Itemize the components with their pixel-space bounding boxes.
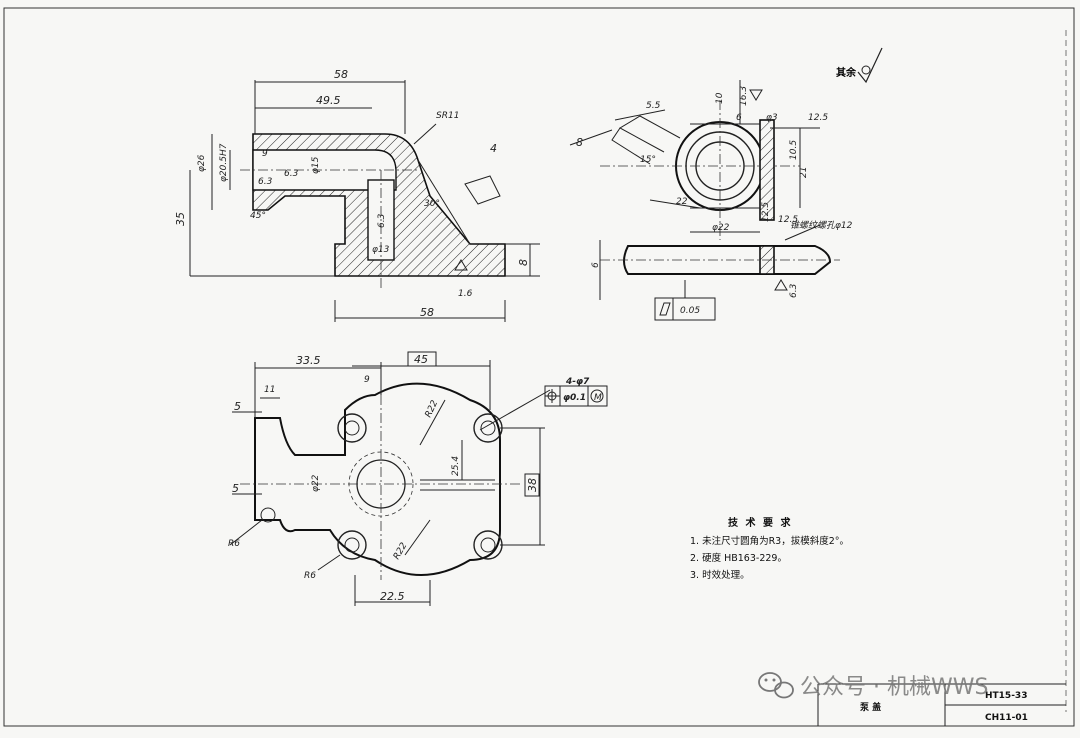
dim-15deg: 15° [640, 155, 656, 165]
dim-10: 10 [715, 92, 725, 104]
drawing-code-bottom: CH11-01 [985, 713, 1028, 723]
dim-22-5: 22.5 [380, 590, 405, 603]
dim-top-phi22: φ22 [311, 474, 321, 492]
notes-item-2: 2. 硬度 HB163-229。 [690, 552, 787, 564]
dim-10-5: 10.5 [789, 140, 799, 160]
dim-top-9: 9 [364, 375, 370, 385]
watermark-text: 公众号 · 机械WWS [800, 675, 988, 700]
dim-mmc: M [594, 393, 602, 403]
dim-side-6-top: 6 [736, 113, 742, 123]
dim-rough-63-side: 6.3 [789, 283, 799, 298]
dim-9: 9 [262, 149, 268, 159]
dim-r22-top: R22 [424, 399, 441, 420]
dim-rough-63-c: 6.3 [377, 213, 387, 228]
dim-21: 21 [799, 167, 809, 178]
dim-45deg: 45° [250, 211, 266, 221]
side-view: 0.05 5.5 8 15° 10 16.3 6 φ3 12.5 10.5 21… [569, 80, 853, 321]
dim-phi15: φ15 [311, 156, 321, 174]
dim-phi22: φ22 [712, 223, 730, 233]
roughness-note: 其余 [836, 47, 883, 84]
dim-49-5: 49.5 [316, 94, 341, 107]
dim-phi13: φ13 [372, 245, 390, 255]
wechat-icon [758, 672, 794, 699]
tolerance-value: 0.05 [680, 306, 700, 316]
notes-item-1: 1. 未注尺寸圆角为R3，拔模斜度2°。 [690, 535, 849, 547]
dim-side-8: 8 [576, 136, 583, 149]
dim-5-bottom: 5 [232, 482, 239, 495]
notes-item-3: 3. 时效处理。 [690, 569, 750, 581]
dim-58-top: 58 [334, 68, 348, 81]
dim-22: 22 [676, 197, 688, 207]
dim-r6-left: R6 [228, 539, 240, 549]
front-section-view: 58 49.5 SR11 4 φ26 φ20.5H7 9 φ15 6.3 6.3… [174, 68, 540, 322]
dim-8: 8 [517, 259, 530, 266]
dim-rough-12-5-c: 12.5 [778, 215, 798, 225]
dim-rough-12-5-a: 12.5 [808, 113, 828, 123]
dim-phi26: φ26 [197, 154, 207, 172]
dim-phi20-5h7: φ20.5H7 [219, 143, 229, 182]
title-block: 泵 盖 HT15-33 CH11-01 [817, 683, 1066, 726]
dim-sr11: SR11 [436, 111, 459, 121]
dim-38: 38 [526, 478, 539, 492]
dim-r22-bottom: R22 [392, 541, 410, 562]
notes-title: 技 术 要 求 [728, 516, 792, 529]
svg-text:其余: 其余 [836, 66, 857, 79]
dim-58-bottom: 58 [420, 306, 434, 319]
dim-phi0-1: φ0.1 [563, 393, 586, 403]
dim-side-6-base: 6 [591, 262, 601, 268]
dim-11: 11 [264, 385, 275, 395]
watermark: 公众号 · 机械WWS [758, 672, 988, 700]
thread-note: 锥螺纹螺孔φ12 [790, 220, 853, 231]
dim-4: 4 [490, 142, 497, 155]
dim-45-box: 45 [414, 353, 428, 366]
technical-requirements: 技 术 要 求 1. 未注尺寸圆角为R3，拔模斜度2°。 2. 硬度 HB163… [690, 516, 849, 581]
dim-16-3: 16.3 [739, 86, 749, 106]
top-view: 33.5 45 9 11 5 R22 4-φ7 φ0.1 M φ22 25.4 … [228, 351, 608, 606]
dim-4-phi7: 4-φ7 [565, 377, 590, 387]
dim-rough-1-6: 1.6 [458, 289, 473, 299]
drawing-code-top: HT15-33 [985, 691, 1027, 701]
dim-rough-63-b: 6.3 [284, 169, 299, 179]
dim-phi3: φ3 [766, 113, 778, 123]
dim-rough-12-5-b: 12.5 [761, 202, 771, 222]
dim-5-5: 5.5 [646, 101, 661, 111]
tolerance-frame: 0.05 [654, 280, 716, 321]
dim-33-5: 33.5 [296, 354, 321, 367]
sheet-border-outer [3, 7, 1075, 727]
part-name: 泵 盖 [860, 701, 881, 713]
position-tolerance-frame [544, 385, 608, 407]
dim-25-4: 25.4 [451, 456, 461, 476]
dim-r6-bottom: R6 [304, 571, 316, 581]
dim-35: 35 [174, 212, 187, 226]
dim-5-top: 5 [234, 400, 241, 413]
dim-30deg: 30° [424, 199, 440, 209]
dim-rough-63-a: 6.3 [258, 177, 273, 187]
